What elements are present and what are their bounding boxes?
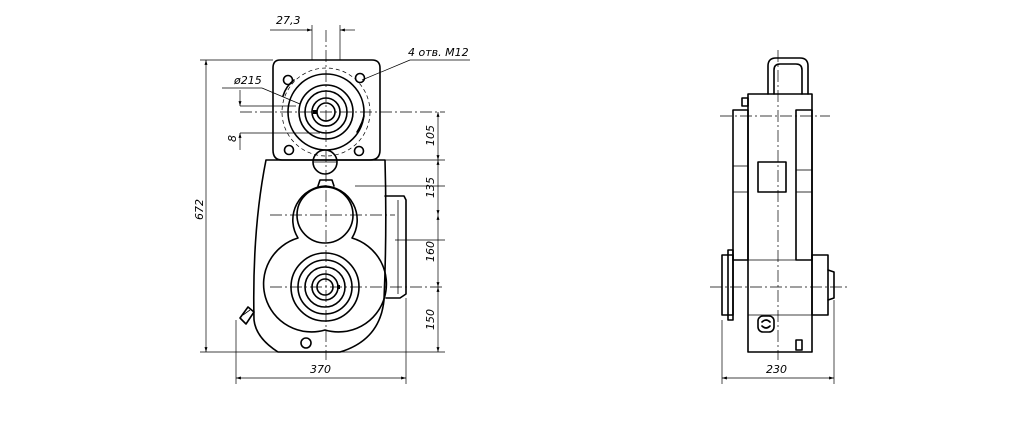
dim-width-front-text: 370 bbox=[310, 363, 331, 376]
side-left-part bbox=[732, 109, 749, 261]
breather-plug bbox=[239, 306, 255, 325]
dim-150-text: 150 bbox=[424, 309, 437, 330]
drain-plug bbox=[300, 337, 312, 349]
side-bottom-bolt bbox=[795, 339, 803, 351]
lifting-handle bbox=[767, 57, 809, 95]
dim-135-text: 135 bbox=[424, 177, 437, 198]
side-main-body bbox=[747, 93, 813, 353]
side-right-flange bbox=[795, 109, 813, 261]
side-lower-shaft-right bbox=[811, 254, 829, 316]
housing-cavity bbox=[262, 185, 388, 333]
side-inspection-window bbox=[757, 161, 787, 193]
dim-160-text: 160 bbox=[424, 241, 437, 262]
bolt-hole-tr bbox=[354, 72, 366, 84]
bolt-hole-tl bbox=[282, 74, 294, 86]
arc-seg-2 bbox=[356, 115, 365, 133]
dim-offset-text: 27,3 bbox=[276, 14, 301, 27]
dim-width-side-text: 230 bbox=[766, 363, 787, 376]
right-boss bbox=[384, 195, 407, 299]
bolt-hole-br bbox=[353, 145, 365, 157]
dim-diameter-text: ø215 bbox=[233, 74, 262, 87]
holes-leader bbox=[361, 59, 411, 81]
dim-height-text: 672 bbox=[193, 199, 206, 220]
side-oil-sight-glass bbox=[757, 315, 775, 333]
dim-105-text: 105 bbox=[424, 125, 437, 146]
dim-keyway-text: 8 bbox=[226, 135, 239, 142]
side-top-bolt bbox=[741, 97, 749, 107]
side-view bbox=[710, 50, 850, 360]
arc-seg-1 bbox=[282, 79, 295, 97]
bolt-hole-bl bbox=[283, 144, 295, 156]
dim-holes-text: 4 отв. М12 bbox=[408, 46, 469, 59]
diameter-leader bbox=[261, 87, 301, 105]
front-view bbox=[222, 25, 470, 360]
